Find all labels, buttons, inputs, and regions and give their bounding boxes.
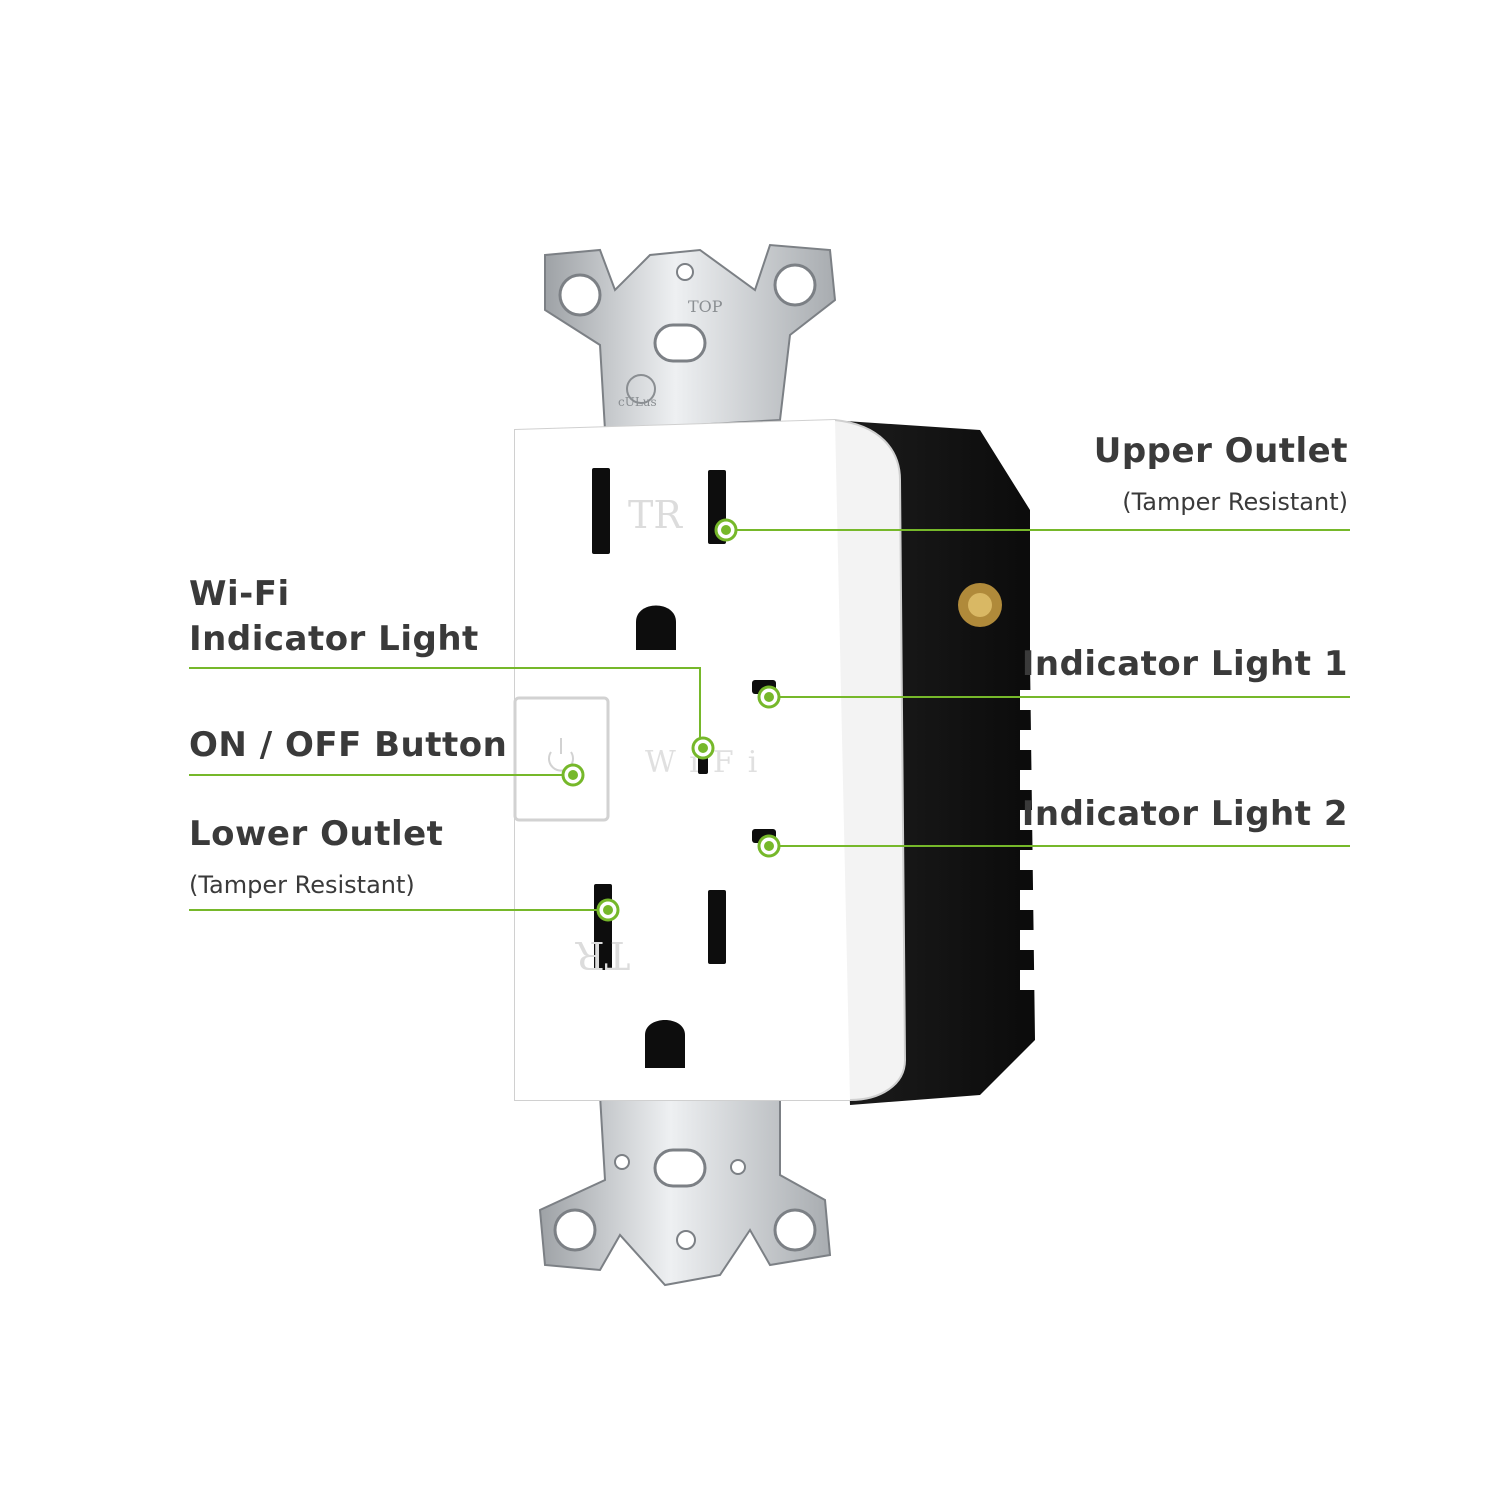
power-icon — [548, 751, 574, 772]
indicator-light-1-title: Indicator Light 1 — [1021, 644, 1348, 684]
indicator-light-2-title: Indicator Light 2 — [1021, 794, 1348, 834]
ul-logo-icon — [626, 374, 656, 404]
on-off-button[interactable] — [513, 696, 610, 822]
top-mounting-strap: TOP cULus — [544, 243, 837, 432]
upper-outlet-title: Upper Outlet — [1093, 431, 1348, 471]
callout-lines — [189, 529, 1350, 911]
on-off-button-title: ON / OFF Button — [189, 725, 508, 765]
upper-outlet-subtitle: (Tamper Resistant) — [1122, 488, 1348, 516]
upper-outlet-mark: TR — [628, 493, 683, 537]
bottom-mounting-strap — [538, 1088, 832, 1287]
upper-outlet: TR — [592, 468, 726, 650]
outlet-face: TR WiFi TR — [513, 418, 907, 1101]
lower-outlet-subtitle: (Tamper Resistant) — [189, 871, 415, 899]
lower-outlet-title: Lower Outlet — [189, 814, 444, 854]
plate-mark-top: TOP — [688, 297, 723, 316]
wifi-indicator-title-line1: Wi-Fi — [189, 574, 290, 614]
callout-dots — [561, 518, 781, 922]
lower-outlet-mark: TR — [575, 933, 630, 977]
certification-logo: cULus — [618, 395, 657, 409]
wifi-indicator-leader — [189, 667, 701, 748]
wifi-indicator-title-line2: Indicator Light — [189, 619, 479, 659]
